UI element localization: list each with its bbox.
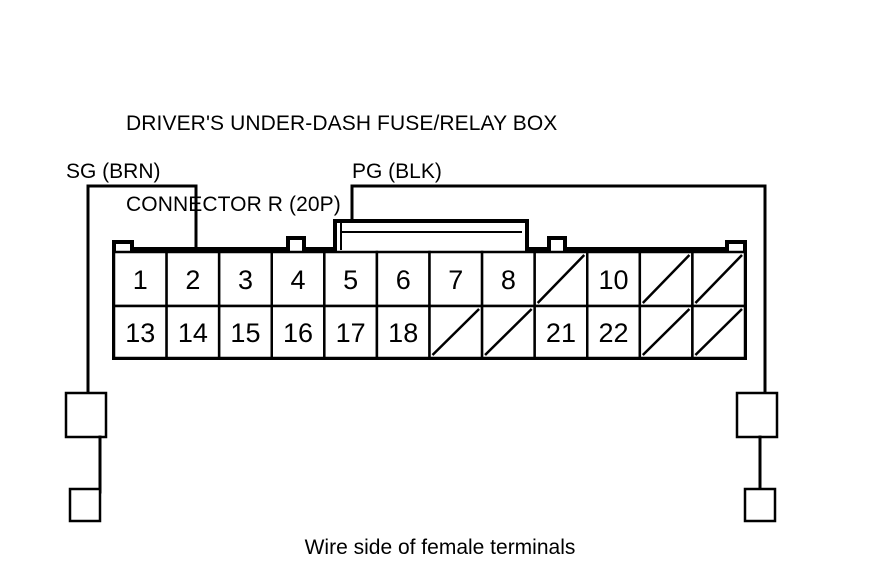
pin-number: 4 [291, 265, 306, 295]
pin-number: 22 [599, 318, 629, 348]
empty-cavity-slash [694, 254, 743, 304]
pin-number: 3 [238, 265, 253, 295]
left-terminal-stubs [64, 391, 108, 523]
pin-number: 2 [185, 265, 200, 295]
pin-cavity [586, 304, 642, 360]
left-leader-line [86, 184, 198, 427]
empty-cavity-slash [484, 308, 533, 356]
pin-number: 8 [501, 265, 516, 295]
pin-cavity [375, 250, 431, 308]
pin-cavity [270, 304, 326, 360]
right-wire-label: PG (BLK) [352, 160, 442, 183]
pin-number: 6 [396, 265, 411, 295]
empty-cavity-slash [536, 254, 586, 304]
pin-cavity [323, 250, 379, 308]
left-wire-label: SG (BRN) [66, 160, 161, 183]
diagram-caption: Wire side of female terminals [304, 536, 576, 559]
empty-cavity-slash [641, 308, 691, 356]
empty-cavity-slash [641, 254, 691, 304]
pin-cavity-grid: 1 2 3 4 5 6 7 8 10 13 14 15 16 17 18 21 22 [112, 250, 747, 360]
pin-number: 7 [448, 265, 463, 295]
pin-cavity [533, 304, 589, 360]
empty-cavity-slash [694, 308, 743, 356]
right-terminal-stubs [735, 391, 779, 523]
title-line-2: CONNECTOR R (20P) [126, 193, 341, 216]
pin-number: 10 [599, 265, 629, 295]
pin-cavity [586, 250, 642, 308]
pin-number: 17 [336, 318, 366, 348]
pin-number: 13 [125, 318, 155, 348]
pin-number: 16 [283, 318, 313, 348]
empty-cavity-slash [431, 308, 480, 356]
pin-cavity [112, 250, 168, 308]
pin-cavity [375, 304, 431, 360]
pin-number: 15 [230, 318, 260, 348]
pin-number: 14 [178, 318, 208, 348]
pin-number: 1 [133, 265, 148, 295]
pin-cavity [428, 250, 484, 308]
pin-number: 5 [343, 265, 358, 295]
pin-number: 21 [546, 318, 576, 348]
pin-cavity [217, 304, 273, 360]
title-line-1: DRIVER'S UNDER-DASH FUSE/RELAY BOX [126, 112, 558, 135]
diagram-title: DRIVER'S UNDER-DASH FUSE/RELAY BOX CONNE… [126, 56, 557, 272]
pin-cavity [165, 304, 221, 360]
pin-number: 18 [388, 318, 418, 348]
